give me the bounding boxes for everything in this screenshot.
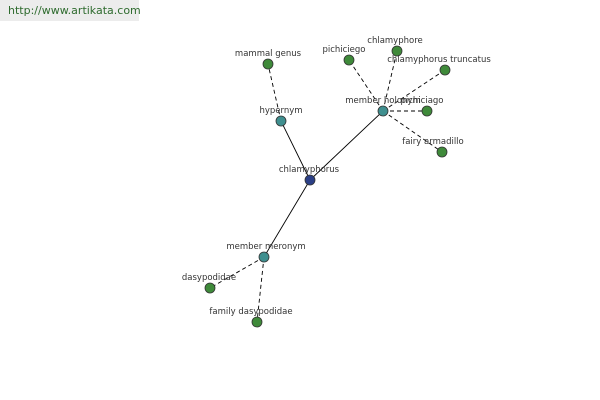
relation-label-hypernym[interactable]: hypernym: [259, 106, 302, 116]
edge-chlamyphorus-hypernym: [280, 120, 311, 181]
leaf-node-dasypodidae[interactable]: [204, 282, 216, 294]
relation-node-member-holonym[interactable]: [377, 105, 389, 117]
edge-member-meronym-dasypodidae: [209, 256, 265, 289]
edge-member-holonym-chlamyphorus-truncatus: [382, 69, 446, 112]
leaf-node-mammal-genus[interactable]: [262, 58, 274, 70]
leaf-node-family-dasypodidae[interactable]: [251, 316, 263, 328]
relation-node-member-meronym[interactable]: [258, 251, 270, 263]
edge-member-meronym-family-dasypodidae: [256, 256, 265, 323]
leaf-node-fairy-armadillo[interactable]: [436, 146, 448, 158]
edge-hypernym-mammal-genus: [267, 63, 282, 122]
leaf-node-chlamyphorus-truncatus[interactable]: [439, 64, 451, 76]
site-url-link[interactable]: http://www.artikata.com: [0, 0, 141, 21]
edge-member-holonym-fairy-armadillo: [382, 110, 443, 153]
leaf-label-pichiciego-1[interactable]: pichiciego: [322, 45, 365, 55]
leaf-label-fairy-armadillo[interactable]: fairy armadillo: [402, 137, 464, 147]
edge-chlamyphorus-member-meronym: [263, 179, 311, 258]
root-label-chlamyphorus[interactable]: chlamyphorus: [279, 165, 340, 175]
root-node-chlamyphorus[interactable]: [304, 174, 316, 186]
edge-member-holonym-chlamyphore: [382, 50, 398, 112]
leaf-label-chlamyphore[interactable]: chlamyphore: [367, 36, 422, 46]
edge-chlamyphorus-member-holonym: [309, 110, 384, 181]
leaf-node-pichiciago[interactable]: [421, 105, 433, 117]
relation-label-member-holonym[interactable]: member holonym: [345, 96, 420, 106]
leaf-label-pichiciago[interactable]: pichiciago: [400, 96, 443, 106]
leaf-node-chlamyphore[interactable]: [391, 45, 403, 57]
leaf-label-chlamyphorus-truncatus[interactable]: chlamyphorus truncatus: [387, 55, 491, 65]
leaf-node-pichiciego-1[interactable]: [343, 54, 355, 66]
graph-edges: [209, 50, 446, 323]
leaf-label-family-dasypodidae[interactable]: family dasypodidae: [209, 307, 292, 317]
leaf-label-mammal-genus[interactable]: mammal genus: [235, 49, 302, 59]
relation-label-member-meronym[interactable]: member meronym: [226, 242, 305, 252]
graph-nodes: [204, 45, 451, 328]
leaf-label-dasypodidae[interactable]: dasypodidae: [182, 273, 236, 283]
relation-node-hypernym[interactable]: [275, 115, 287, 127]
edge-member-holonym-pichiciego-1: [348, 59, 384, 112]
